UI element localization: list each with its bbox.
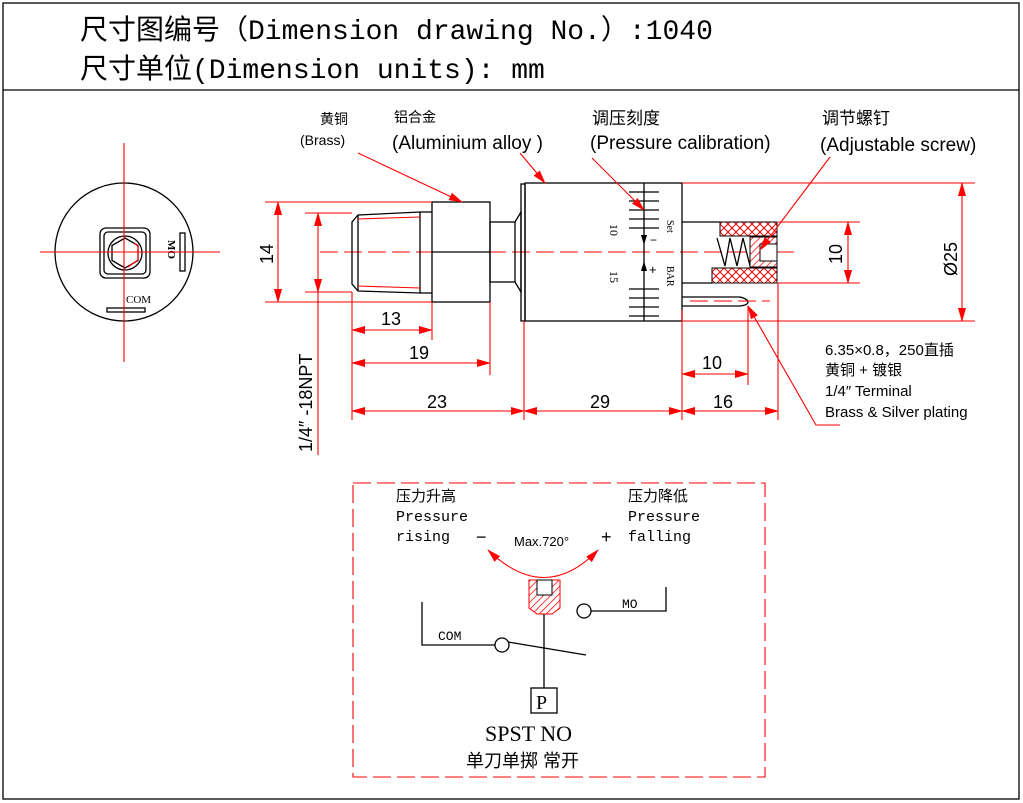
drawing-number-title: 尺寸图编号（Dimension drawing No.）:1040 <box>80 14 713 48</box>
label-brass-en: (Brass) <box>300 132 345 148</box>
dimension-units-title: 尺寸单位(Dimension units): mm <box>80 53 545 87</box>
falling-plus: + <box>601 527 612 547</box>
com-label: COM <box>438 629 461 644</box>
rising-cn: 压力升高 <box>396 488 456 505</box>
rising-minus: − <box>476 527 487 547</box>
label-alu-cn: 铝合金 <box>394 109 436 125</box>
falling-cn: 压力降低 <box>628 488 688 505</box>
scale-plus: + <box>649 262 657 277</box>
scale-15: 15 <box>607 271 621 283</box>
dim-23: 23 <box>427 392 447 412</box>
dim-10-screw: 10 <box>826 244 846 264</box>
scale-bar: BAR <box>664 266 675 287</box>
falling-en1: Pressure <box>628 509 700 526</box>
hex-socket-icon <box>111 237 139 269</box>
switch-type-en: SPST NO <box>485 721 572 746</box>
dim-29: 29 <box>590 392 610 412</box>
switch-schematic: 压力升高 Pressure rising 压力降低 Pressure falli… <box>352 482 766 778</box>
label-calibration-cn: 调压刻度 <box>592 109 660 128</box>
side-view: 10 15 Set BAR − + <box>257 109 976 455</box>
terminal-blade <box>682 296 749 307</box>
label-brass-cn: 黄铜 <box>320 111 348 127</box>
end-view-com-label: COM <box>126 294 151 306</box>
max-angle: Max.720° <box>514 534 569 549</box>
end-view: MO COM <box>40 143 220 362</box>
switch-type-cn: 单刀单掷 常开 <box>466 751 579 771</box>
scale-10: 10 <box>607 224 621 236</box>
dim-14: 14 <box>257 244 277 264</box>
dim-19: 19 <box>409 343 429 363</box>
dim-diameter-25: Ø25 <box>941 242 961 276</box>
terminal-note-line: 黄铜 + 镀银 <box>825 362 902 379</box>
falling-en2: falling <box>628 529 691 546</box>
dim-16: 16 <box>713 392 733 412</box>
dim-thread: 1/4″ -18NPT <box>296 354 316 452</box>
terminal-note-line: 1/4″ Terminal <box>825 383 912 400</box>
terminal-note-line: 6.35×0.8，250直插 <box>825 342 954 359</box>
rising-en1: Pressure <box>396 509 468 526</box>
scale-set: Set <box>664 220 675 233</box>
scale-minus: − <box>650 233 657 247</box>
rotation-arc-icon <box>487 549 599 579</box>
terminal-note: 6.35×0.8，250直插 黄铜 + 镀银 1/4″ Terminal Bra… <box>825 342 968 421</box>
dim-10-terminal: 10 <box>702 353 722 373</box>
terminal-note-line: Brass & Silver plating <box>825 404 968 421</box>
pressure-p-label: P <box>536 692 547 714</box>
end-view-mo-label: MO <box>165 240 177 259</box>
dim-13: 13 <box>381 309 401 329</box>
label-alu-en: (Aluminium alloy ) <box>392 133 543 154</box>
mo-label: MO <box>622 597 638 612</box>
label-calibration-en: (Pressure calibration) <box>590 133 771 154</box>
rising-en2: rising <box>396 529 450 546</box>
label-screw-en: (Adjustable screw) <box>820 135 976 156</box>
spring-icon <box>716 237 751 267</box>
label-screw-cn: 调节螺钉 <box>822 109 890 128</box>
